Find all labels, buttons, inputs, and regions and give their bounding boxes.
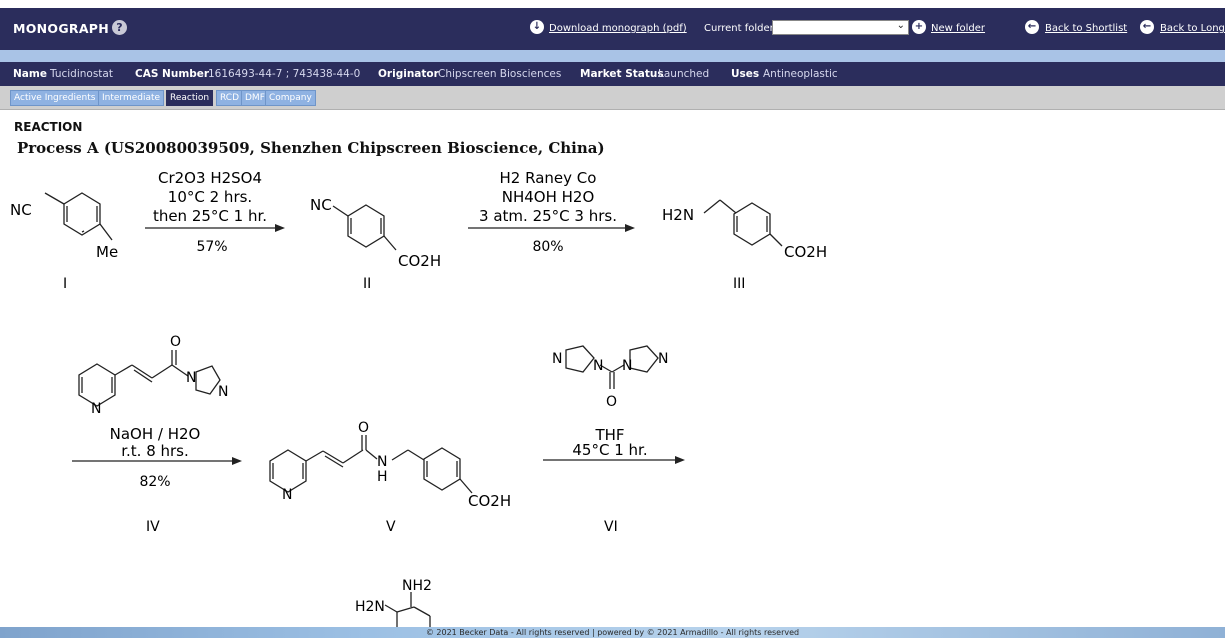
process-title: Process A (US20080039509, Shenzhen Chips…: [17, 139, 605, 157]
uses-value: Antineoplastic: [763, 68, 838, 80]
compound-label-iv: IV: [146, 519, 160, 535]
step1-cond1: 10°C 2 hrs.: [168, 188, 252, 206]
footer-copyright: © 2021 Becker Data - All rights reserved…: [425, 628, 800, 637]
atom-o-5: O: [358, 420, 369, 436]
compound-label-v: V: [386, 519, 396, 535]
compound-i-structure: [44, 192, 113, 241]
atom-o-6: O: [606, 394, 617, 410]
current-folder-select[interactable]: ⌄: [772, 20, 909, 35]
download-icon[interactable]: ↓: [530, 20, 544, 34]
header-divider-strip: [0, 50, 1225, 62]
step3-yield: 82%: [139, 474, 170, 490]
atom-n-6-b: N: [593, 358, 603, 374]
chevron-down-icon: ⌄: [896, 20, 905, 31]
section-title: REACTION: [14, 120, 83, 134]
step4-solvent: THF: [594, 426, 624, 444]
step3-cond: r.t. 8 hrs.: [121, 442, 189, 460]
atom-n-4-imidazole-a: N: [186, 370, 196, 386]
market-status-value: Launched: [658, 68, 710, 80]
plus-icon[interactable]: +: [912, 20, 926, 34]
back-to-shortlist-link[interactable]: Back to Shortlist: [1045, 23, 1128, 34]
top-header-bar: MONOGRAPH ? ↓ Download monograph (pdf) C…: [0, 8, 1225, 50]
atom-nc-2: NC: [310, 196, 332, 214]
download-monograph-link[interactable]: Download monograph (pdf): [549, 23, 687, 34]
atom-nc: NC: [10, 201, 32, 219]
drug-info-bar: Name Tucidinostat CAS Number 1616493-44-…: [0, 62, 1225, 86]
step2-reagents-1: H2 Raney Co: [500, 169, 597, 187]
step1-yield: 57%: [196, 239, 227, 255]
step4-cond: 45°C 1 hr.: [572, 441, 647, 459]
name-key: Name: [13, 68, 47, 80]
atom-co2h-3: CO2H: [784, 243, 827, 261]
compound-label-iii: III: [733, 276, 745, 292]
atom-n-5-pyridine: N: [282, 487, 292, 503]
atom-me: Me: [96, 243, 118, 261]
step3-reagent: NaOH / H2O: [110, 425, 201, 443]
cas-key: CAS Number: [135, 68, 210, 80]
market-status-key: Market Status: [580, 68, 664, 80]
section-tabs: Active Ingredients Intermediate Reaction…: [0, 86, 1225, 110]
page-footer: © 2021 Becker Data - All rights reserved…: [0, 627, 1225, 638]
name-value: Tucidinostat: [50, 68, 113, 80]
originator-value: Chipscreen Biosciences: [438, 68, 562, 80]
compound-vi-structure: [565, 345, 659, 389]
originator-key: Originator: [378, 68, 439, 80]
atom-h-5: H: [377, 469, 388, 485]
arrow-left-icon[interactable]: ←: [1025, 20, 1039, 34]
step1-cond2: then 25°C 1 hr.: [153, 207, 267, 225]
tab-active-ingredients[interactable]: Active Ingredients: [10, 90, 100, 106]
cas-value: 1616493-44-7 ; 743438-44-0: [208, 68, 361, 80]
atom-o-4: O: [170, 334, 181, 350]
atom-h2n-3: H2N: [662, 206, 694, 224]
atom-n-5-amide: N: [377, 454, 387, 470]
step2-reagents-2: NH4OH H2O: [502, 188, 595, 206]
atom-n-6-c: N: [622, 358, 632, 374]
atom-n-6-a: N: [552, 351, 562, 367]
atom-h2n-diamine: H2N: [355, 599, 385, 615]
new-folder-link[interactable]: New folder: [931, 23, 986, 34]
current-folder-label: Current folder: [704, 23, 774, 34]
atom-co2h-2: CO2H: [398, 252, 441, 270]
help-icon[interactable]: ?: [112, 20, 127, 35]
compound-iii-structure: [703, 199, 783, 247]
compound-iv-structure: [78, 350, 221, 407]
step2-cond: 3 atm. 25°C 3 hrs.: [479, 207, 617, 225]
compound-ii-structure: [332, 204, 397, 251]
tab-rcd[interactable]: RCD: [216, 90, 244, 106]
atom-co2h-5: CO2H: [468, 492, 511, 510]
atom-nh2-diamine: NH2: [402, 578, 432, 594]
atom-n-4-imidazole-b: N: [218, 384, 228, 400]
compound-label-ii: II: [363, 276, 371, 292]
back-to-longlist-link[interactable]: Back to Longlis: [1160, 23, 1225, 34]
atom-n-4-pyridine: N: [91, 401, 101, 417]
atom-n-6-d: N: [658, 351, 668, 367]
reaction-scheme: NC Me I Cr2O3 H2SO4 10°C 2 hrs. then 25°…: [10, 169, 827, 627]
diamine-structure-partial: [384, 592, 431, 627]
brand-title: MONOGRAPH: [13, 21, 110, 36]
arrow-left-icon[interactable]: ←: [1140, 20, 1154, 34]
uses-key: Uses: [731, 68, 760, 80]
step1-reagents: Cr2O3 H2SO4: [158, 169, 262, 187]
compound-v-structure: [269, 435, 473, 494]
tab-intermediate[interactable]: Intermediate: [98, 90, 165, 106]
tab-reaction[interactable]: Reaction: [166, 90, 214, 106]
tab-company[interactable]: Company: [265, 90, 316, 106]
compound-label-vi: VI: [604, 519, 618, 535]
compound-label-i: I: [63, 276, 67, 292]
step2-yield: 80%: [532, 239, 563, 255]
